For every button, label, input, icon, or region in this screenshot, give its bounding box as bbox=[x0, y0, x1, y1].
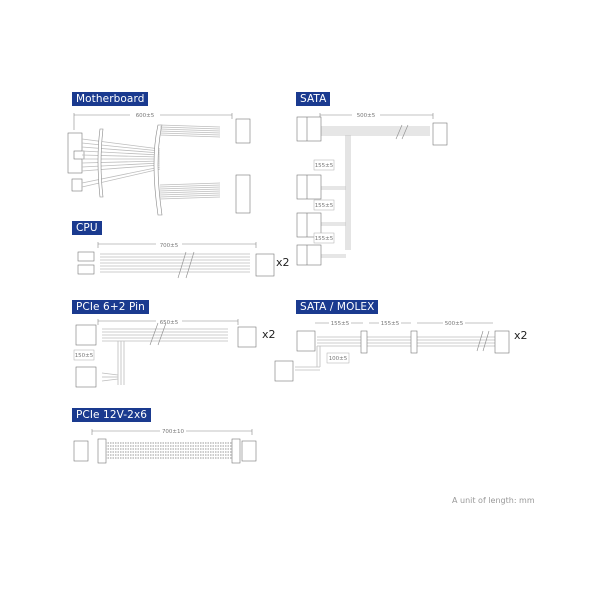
label-motherboard: Motherboard bbox=[72, 92, 149, 106]
pcie-6-2-cable-drawing: 650±5 150±5 bbox=[73, 317, 257, 388]
quantity-pcie-6-2: x2 bbox=[262, 328, 276, 341]
dim-pcie-main: 650±5 bbox=[160, 320, 179, 326]
dim-motherboard: 600±5 bbox=[136, 113, 155, 119]
dim-sata-1: 155±5 bbox=[315, 163, 334, 169]
label-pcie-12v-2x6: PCIe 12V-2x6 bbox=[72, 408, 152, 422]
cpu-cable-drawing: 700±5 bbox=[77, 240, 275, 279]
quantity-cpu: x2 bbox=[276, 256, 290, 269]
dim-sm-4: 100±5 bbox=[329, 356, 348, 362]
label-sata-molex: SATA / MOLEX bbox=[296, 300, 379, 314]
unit-note: A unit of length: mm bbox=[452, 496, 535, 505]
dim-12v: 700±10 bbox=[162, 429, 185, 435]
dim-sm-1: 155±5 bbox=[331, 321, 350, 327]
motherboard-cable-drawing: 600±5 bbox=[67, 110, 251, 216]
dim-sm-3: 500±5 bbox=[445, 321, 464, 327]
dim-sata-2: 155±5 bbox=[315, 203, 334, 209]
dim-sm-2: 155±5 bbox=[381, 321, 400, 327]
dim-sata-main: 500±5 bbox=[357, 113, 376, 119]
label-cpu: CPU bbox=[72, 221, 102, 235]
dim-pcie-branch: 150±5 bbox=[75, 353, 94, 359]
quantity-sata-molex: x2 bbox=[514, 329, 528, 342]
pcie-12v-2x6-cable-drawing: 700±10 bbox=[73, 426, 257, 464]
label-pcie-6-2: PCIe 6+2 Pin bbox=[72, 300, 149, 314]
label-sata: SATA bbox=[296, 92, 331, 106]
sata-molex-cable-drawing: 155±5 155±5 500±5 100±5 bbox=[274, 318, 510, 382]
dim-sata-3: 155±5 bbox=[315, 236, 334, 242]
dim-cpu: 700±5 bbox=[160, 243, 179, 249]
sata-cable-drawing: 500±5 155±5 155±5 155±5 bbox=[296, 110, 448, 266]
